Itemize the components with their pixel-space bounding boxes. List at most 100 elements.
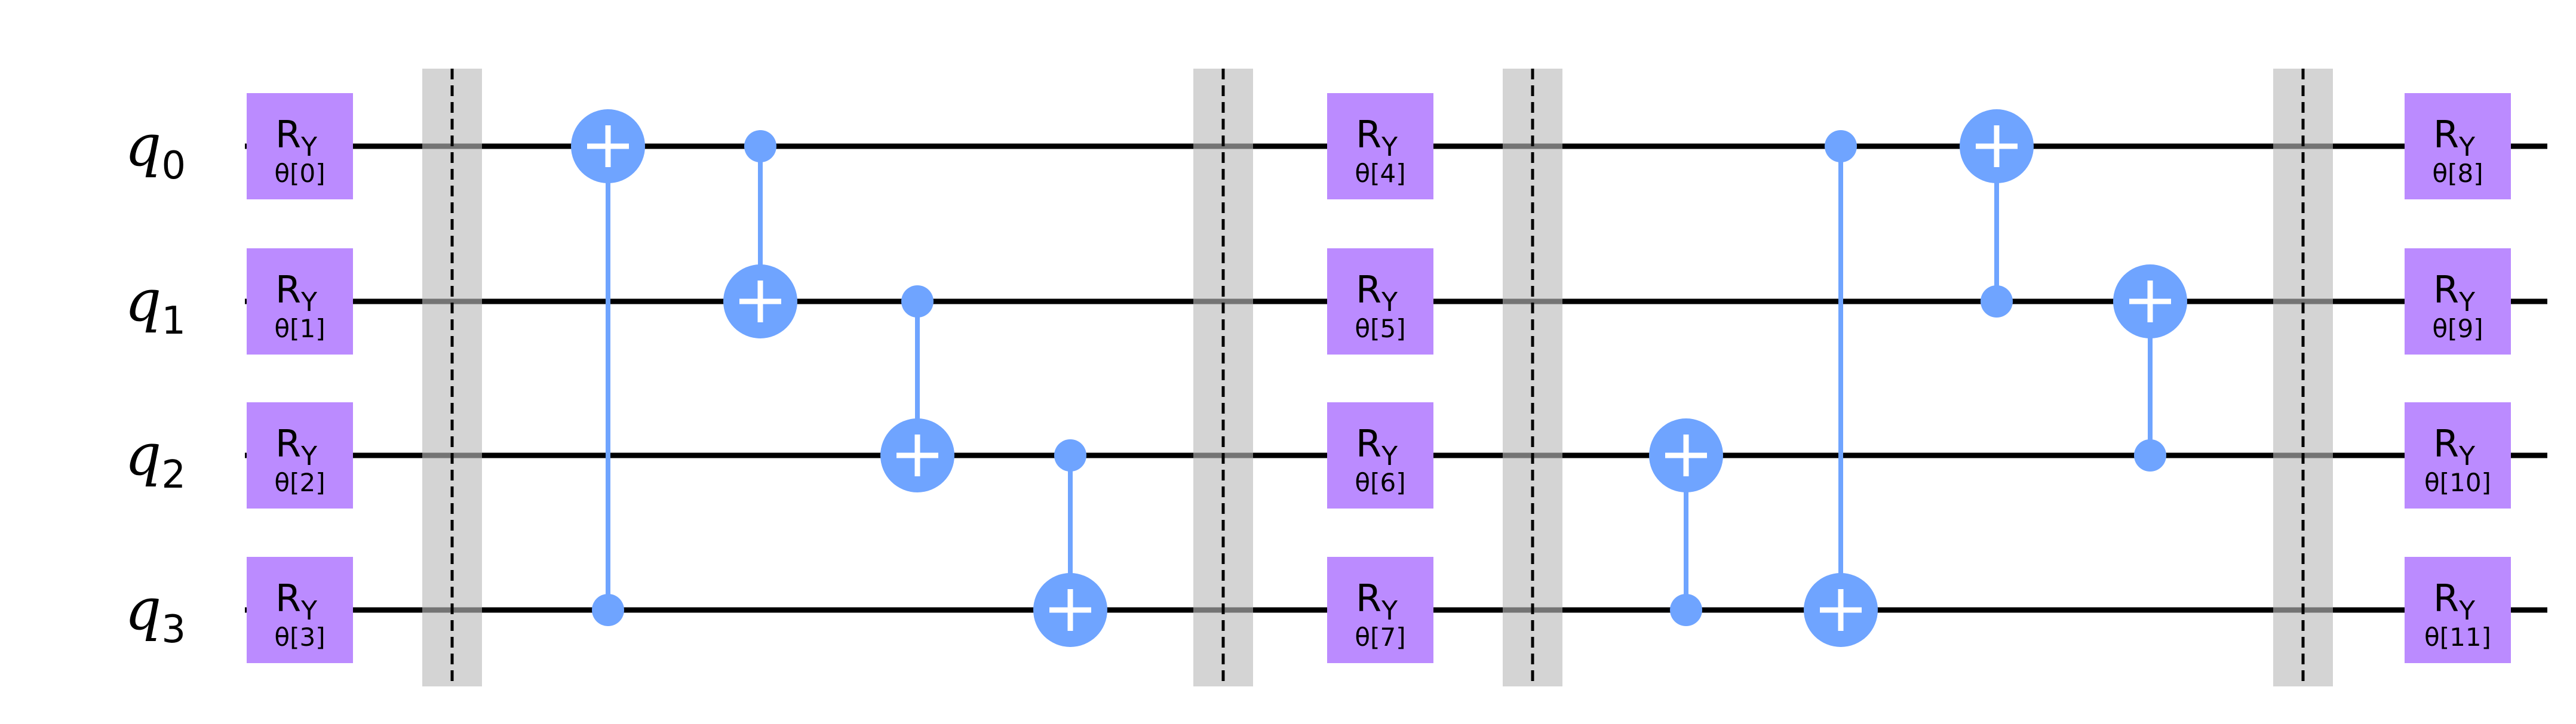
ry-gate-label: RY — [275, 577, 317, 626]
ry-gate-box — [1327, 557, 1433, 663]
ry-gate-box — [1327, 93, 1433, 199]
ry-gate-param: θ[4] — [1355, 159, 1405, 188]
cnot-control-dot — [1054, 439, 1086, 472]
ry-gate-param: θ[8] — [2432, 159, 2483, 188]
ry-gate-param: θ[10] — [2424, 468, 2491, 497]
ry-gate-param: θ[6] — [1355, 468, 1405, 497]
cnot-gate — [880, 285, 954, 492]
cnot-gate — [1960, 109, 2034, 318]
ry-gate-label-sub: Y — [2458, 441, 2475, 472]
ry-gate-label-main: R — [275, 577, 301, 620]
qubit-label-name: q — [125, 576, 161, 643]
ry-gate-label: RY — [2433, 577, 2475, 626]
ry-gate: RYθ[3] — [247, 557, 353, 663]
ry-gate-label-sub: Y — [300, 287, 317, 318]
ry-gate: RYθ[2] — [247, 402, 353, 509]
ry-gate-label-main: R — [275, 268, 301, 312]
ry-gate-label: RY — [275, 268, 317, 318]
ry-gate-label: RY — [275, 422, 317, 472]
ry-gate-label-sub: Y — [300, 132, 317, 162]
ry-gate-label-sub: Y — [1381, 441, 1398, 472]
ry-gate-label: RY — [2433, 268, 2475, 318]
ry-gate: RYθ[9] — [2405, 248, 2511, 355]
ry-gate-label-sub: Y — [2458, 132, 2475, 162]
qubit-label-name: q — [125, 421, 161, 488]
ry-gate: RYθ[11] — [2405, 557, 2511, 663]
ry-gate-label-main: R — [2433, 577, 2459, 620]
ry-gate-label-main: R — [1356, 268, 1381, 312]
qubit-label-index: 3 — [161, 608, 186, 652]
cnot-gate — [2113, 264, 2187, 472]
cnot-control-dot — [2134, 439, 2166, 472]
ry-gate-box — [2405, 93, 2511, 199]
cnot-gates-layer — [422, 69, 2333, 686]
ry-gate-box — [247, 248, 353, 355]
ry-gate: RYθ[0] — [247, 93, 353, 199]
ry-gate-box — [247, 402, 353, 509]
ry-gate-param: θ[9] — [2432, 314, 2483, 343]
qubit-label-1: q1 — [125, 267, 186, 343]
ry-gate-label-main: R — [1356, 422, 1381, 466]
ry-gate-param: θ[3] — [274, 623, 325, 652]
ry-gate-label-main: R — [1356, 577, 1381, 620]
ry-gate-label: RY — [2433, 422, 2475, 472]
ry-gate-label-sub: Y — [300, 441, 317, 472]
ry-gate-param: θ[5] — [1355, 314, 1405, 343]
ry-gate-param: θ[11] — [2424, 623, 2491, 652]
ry-gate: RYθ[1] — [247, 248, 353, 355]
cnot-gate — [1804, 130, 1878, 647]
ry-gate-label: RY — [275, 113, 317, 162]
ry-gate-box — [2405, 557, 2511, 663]
cnot-gate — [723, 130, 797, 338]
ry-gate-label-main: R — [1356, 113, 1381, 156]
ry-gate-param: θ[1] — [274, 314, 325, 343]
ry-gate-label: RY — [1356, 577, 1398, 626]
ry-gate: RYθ[6] — [1327, 402, 1433, 509]
ry-gate-label-main: R — [2433, 113, 2459, 156]
cnot-gate — [1033, 439, 1107, 647]
ry-gate-label: RY — [1356, 268, 1398, 318]
ry-gate-label-sub: Y — [1381, 132, 1398, 162]
qubit-label-index: 0 — [161, 144, 186, 188]
ry-gate-label: RY — [1356, 113, 1398, 162]
ry-gate-label-main: R — [275, 422, 301, 466]
qubit-label-index: 2 — [161, 453, 186, 497]
ry-gate: RYθ[8] — [2405, 93, 2511, 199]
ry-gate: RYθ[5] — [1327, 248, 1433, 355]
ry-gate: RYθ[10] — [2405, 402, 2511, 509]
qubit-label-2: q2 — [125, 421, 186, 497]
ry-gate-label-main: R — [2433, 422, 2459, 466]
ry-gate-label: RY — [2433, 113, 2475, 162]
cnot-control-dot — [592, 594, 624, 626]
ry-gate-label-sub: Y — [1381, 287, 1398, 318]
qubit-label-0: q0 — [125, 112, 186, 188]
ry-gate-label-main: R — [2433, 268, 2459, 312]
qubit-label-name: q — [125, 112, 161, 179]
cnot-control-dot — [1670, 594, 1702, 626]
ry-gate-label-sub: Y — [1381, 596, 1398, 626]
cnot-control-dot — [1981, 285, 2013, 318]
ry-gate-box — [2405, 402, 2511, 509]
cnot-control-dot — [1825, 130, 1857, 162]
qubit-label-name: q — [125, 267, 161, 334]
ry-gate-box — [1327, 402, 1433, 509]
ry-gate-label-sub: Y — [2458, 287, 2475, 318]
qubit-label-3: q3 — [125, 576, 186, 652]
wires-layer — [245, 143, 2547, 613]
ry-gates-layer: RYθ[0]RYθ[1]RYθ[2]RYθ[3]RYθ[4]RYθ[5]RYθ[… — [247, 93, 2511, 663]
ry-gate-label-main: R — [275, 113, 301, 156]
qubit-label-index: 1 — [161, 299, 186, 343]
cnot-gate — [1649, 418, 1723, 626]
cnot-gate — [571, 109, 645, 626]
ry-gate: RYθ[7] — [1327, 557, 1433, 663]
ry-gate-param: θ[2] — [274, 468, 325, 497]
ry-gate-box — [1327, 248, 1433, 355]
ry-gate-param: θ[7] — [1355, 623, 1405, 652]
ry-gate: RYθ[4] — [1327, 93, 1433, 199]
cnot-control-dot — [901, 285, 934, 318]
ry-gate-box — [2405, 248, 2511, 355]
cnot-control-dot — [744, 130, 776, 162]
ry-gate-label-sub: Y — [300, 596, 317, 626]
ry-gate-box — [247, 557, 353, 663]
